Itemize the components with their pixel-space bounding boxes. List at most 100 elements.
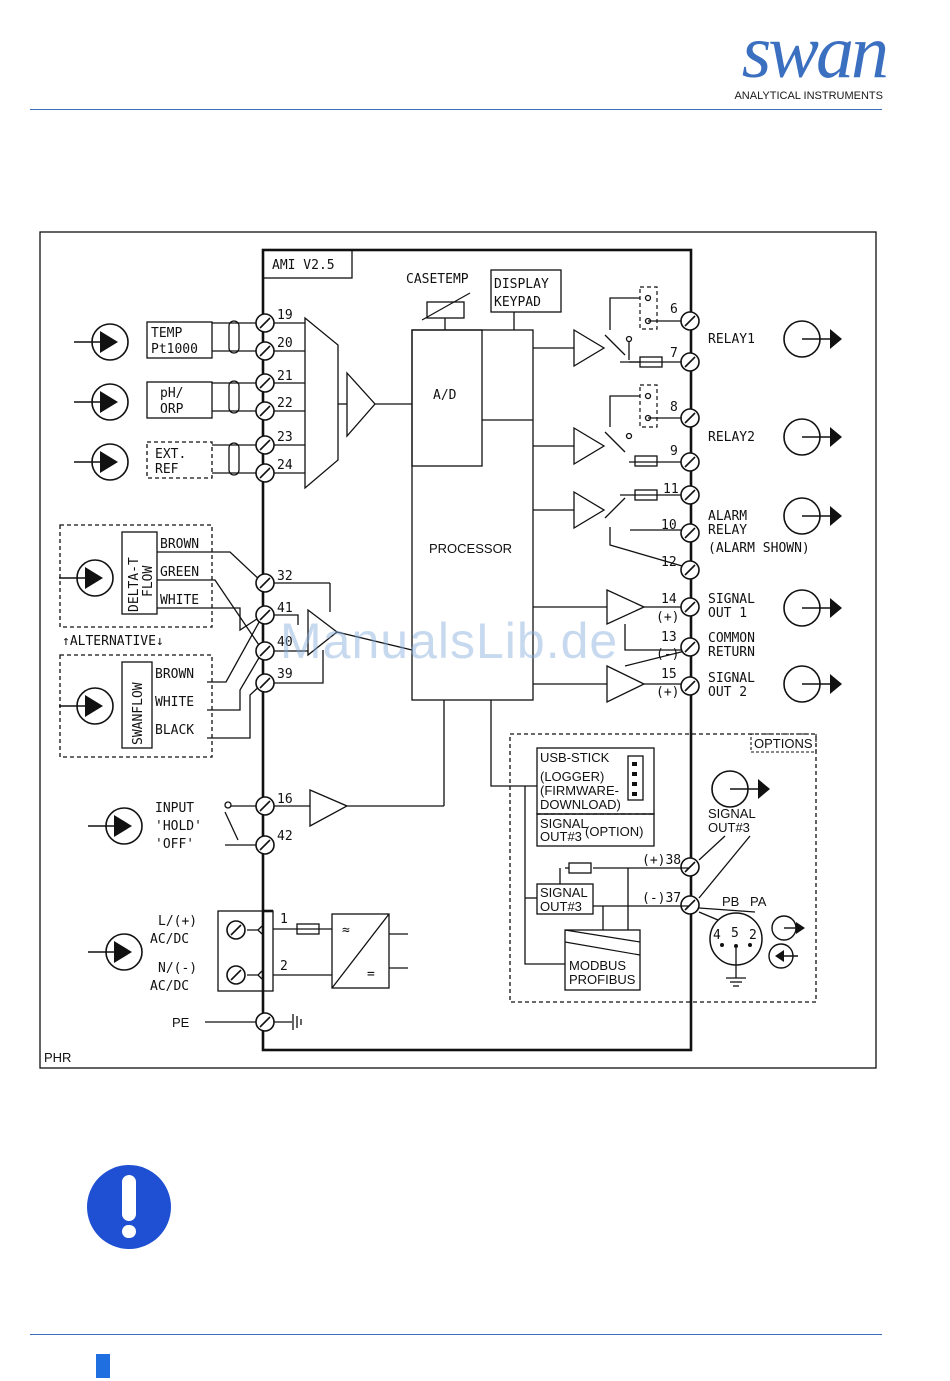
footer-divider <box>30 1334 882 1335</box>
wire-black: BLACK <box>155 723 194 738</box>
signal-out2-number: OUT 2 <box>708 685 747 700</box>
signal-out2-output-icon <box>783 665 843 703</box>
terminal-14-label: 14 <box>661 592 677 607</box>
brand-tagline: ANALYTICAL INSTRUMENTS <box>734 90 883 102</box>
terminal-39 <box>255 673 275 693</box>
ext-ref-label-2: REF <box>155 462 179 477</box>
ext-signal-out3-label: SIGNAL <box>708 806 756 821</box>
connector-pin-4: 4 <box>713 928 721 943</box>
input-hold-label: 'HOLD' <box>155 819 202 834</box>
signal-out2-driver <box>606 664 646 704</box>
terminal-24-label: 24 <box>277 458 293 473</box>
alarm-label: ALARM <box>708 509 747 524</box>
terminal-38-label: (+)38 <box>642 853 681 868</box>
power-terminal-2: 2 <box>280 959 288 974</box>
profibus-label: PROFIBUS <box>569 972 636 987</box>
terminal-6 <box>680 311 700 331</box>
input-label: INPUT <box>155 801 194 816</box>
input-multiplexer <box>304 316 339 490</box>
terminal-10 <box>680 523 700 543</box>
terminal-11-label: 11 <box>663 482 679 497</box>
terminal-16 <box>255 796 275 816</box>
signal-out1-driver <box>606 588 646 626</box>
display-keypad-box <box>490 269 562 313</box>
swanflow-sensor-box <box>121 661 153 749</box>
alarm-relay-label: RELAY <box>708 523 747 538</box>
terminal-11 <box>680 485 700 505</box>
terminal-15-polarity: (+) <box>656 685 679 700</box>
terminal-19 <box>255 313 275 333</box>
corner-label: PHR <box>44 1050 71 1065</box>
pb-label: PB <box>722 894 739 909</box>
relay1-driver <box>573 328 606 368</box>
common-return-label: RETURN <box>708 645 755 660</box>
deltat-flow-label: FLOW <box>141 566 156 597</box>
terminal-10-label: 10 <box>661 518 677 533</box>
ext-signal-out3-number: OUT#3 <box>708 820 750 835</box>
usb-logger-label: (LOGGER) <box>540 769 604 784</box>
modbus-profibus-box <box>564 929 641 991</box>
usb-download-label: DOWNLOAD) <box>540 797 621 812</box>
terminal-14 <box>680 597 700 617</box>
terminal-7 <box>680 352 700 372</box>
brand-logo: swan <box>741 10 889 94</box>
connector-pin-5: 5 <box>731 926 739 941</box>
terminal-15-label: 15 <box>661 667 677 682</box>
orp-sensor-label: ORP <box>160 402 184 417</box>
ph-sensor-box <box>146 381 213 419</box>
svg-text:=: = <box>367 967 375 982</box>
signal-out1-label: SIGNAL <box>708 592 755 607</box>
modbus-label: MODBUS <box>569 958 626 973</box>
terminal-13-polarity: (-) <box>656 647 679 662</box>
signal-out3-number: OUT#3 <box>540 899 582 914</box>
power-acdc-label-2: AC/DC <box>150 979 189 994</box>
terminal-22 <box>255 401 275 421</box>
terminal-9 <box>680 452 700 472</box>
flow-amplifier <box>307 608 339 657</box>
terminal-22-label: 22 <box>277 396 293 411</box>
temp-sensor-box <box>146 321 213 359</box>
terminal-6-label: 6 <box>670 302 678 317</box>
usb-stick-label: USB-STICK <box>540 750 610 765</box>
input-off-label: 'OFF' <box>155 837 194 852</box>
signal-out3-output-icon <box>711 770 771 808</box>
relay2-output-icon <box>783 418 843 456</box>
terminal-37 <box>680 895 700 915</box>
terminal-24 <box>255 463 275 483</box>
swanflow-label: SWANFLOW <box>131 682 146 745</box>
page-marker <box>96 1354 110 1378</box>
connector-pin-2: 2 <box>749 928 757 943</box>
terminal-8-label: 8 <box>670 400 678 415</box>
processor-label: PROCESSOR <box>429 541 512 556</box>
power-input-icon <box>87 933 143 971</box>
relay1-output-icon <box>783 320 843 358</box>
usb-firmware-label: (FIRMWARE- <box>540 783 619 798</box>
ph-input-icon <box>73 383 129 421</box>
signal-out3-option-label: SIGNAL <box>540 816 588 831</box>
casetemp-label: CASETEMP <box>406 272 469 287</box>
alarm-relay-driver <box>573 490 606 530</box>
options-title: OPTIONS <box>754 736 813 751</box>
terminal-21 <box>255 373 275 393</box>
pa-label: PA <box>750 894 767 909</box>
terminal-42 <box>255 835 275 855</box>
svg-text:≈: ≈ <box>342 923 350 938</box>
terminal-32-label: 32 <box>277 569 293 584</box>
input-amplifier <box>346 371 376 438</box>
input-hold-amplifier <box>309 789 349 828</box>
alarm-shown-label: (ALARM SHOWN) <box>708 541 810 556</box>
relay1-label: RELAY1 <box>708 332 755 347</box>
signal-out3-label: SIGNAL <box>540 885 588 900</box>
terminal-12-label: 12 <box>661 555 677 570</box>
ph-sensor-label: pH/ <box>160 386 183 401</box>
alarm-relay-output-icon <box>783 497 843 535</box>
terminal-13-label: 13 <box>661 630 677 645</box>
ext-ref-box <box>146 441 213 479</box>
ext-ref-label: EXT. <box>155 447 186 462</box>
signal-out1-number: OUT 1 <box>708 606 747 621</box>
terminal-32 <box>255 573 275 593</box>
power-n-label: N/(-) <box>158 961 197 976</box>
relay2-driver <box>573 426 606 466</box>
signal-out2-label: SIGNAL <box>708 671 755 686</box>
